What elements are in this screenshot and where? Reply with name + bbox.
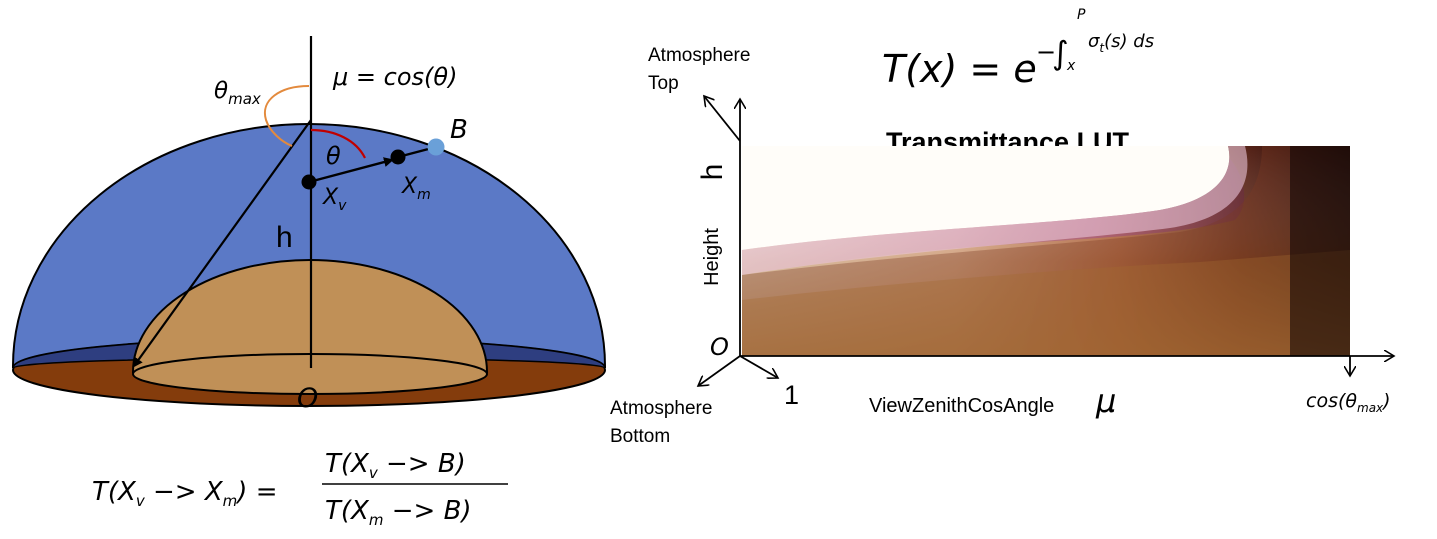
atmosphere-top-arrow (704, 96, 741, 142)
point-xv (301, 174, 317, 190)
lut-h-label: h (696, 164, 729, 181)
transmittance-lut-image (742, 146, 1350, 356)
transmittance-formula-main: T(x) = e (882, 47, 1037, 91)
mu-one-arrow (739, 355, 778, 378)
atmosphere-bottom-label-line1: Atmosphere (610, 398, 712, 419)
mu-label: μ = cos(θ) (332, 63, 457, 91)
atmosphere-hemisphere-diagram: θmax μ = cos(θ) θ B Xv Xm h O T(Xv −> Xm… (12, 36, 606, 529)
transmittance-formula-lower: x (1066, 58, 1076, 74)
transmittance-formula-upper: P (1077, 7, 1086, 23)
lut-one-label: 1 (784, 380, 799, 410)
theta-max-arc (263, 85, 310, 147)
atmosphere-top-label-line2: Top (648, 73, 679, 94)
point-xm (390, 149, 406, 165)
b-label: B (450, 115, 468, 145)
atmosphere-bottom-arrow (698, 355, 741, 386)
theta-max-label: θmax (214, 78, 261, 108)
x-axis-label: ViewZenithCosAngle (869, 395, 1054, 417)
transmittance-formula: T(x) = e − ∫ P x σt(s) ds (882, 7, 1154, 91)
transmittance-formula-integrand: σt(s) ds (1088, 31, 1154, 55)
transmittance-formula-minus: − (1036, 38, 1056, 66)
cos-theta-max-label: cos(θmax) (1306, 390, 1391, 415)
theta-label: θ (326, 142, 341, 170)
xv-label: Xv (322, 185, 347, 214)
lut-height-label: Height (701, 228, 723, 286)
transmittance-formula-integral: ∫ (1052, 34, 1069, 72)
xm-label: Xm (401, 174, 431, 203)
atmosphere-top-label-line1: Atmosphere (648, 45, 750, 66)
formula-numerator: T(Xv −> B) (325, 449, 466, 482)
view-ray-arrow (308, 157, 394, 184)
height-h-label: h (276, 221, 293, 254)
transmittance-lut-diagram: T(x) = e − ∫ P x σt(s) ds Transmittance … (610, 7, 1394, 447)
origin-o-label: O (297, 383, 318, 414)
formula-denominator: T(Xm −> B) (325, 496, 472, 529)
lut-origin-label: O (710, 333, 729, 361)
mu-symbol-label: μ (1095, 382, 1116, 420)
point-b (427, 138, 445, 156)
atmosphere-bottom-label-line2: Bottom (610, 426, 670, 447)
theta-arc (310, 128, 366, 159)
formula-lhs: T(Xv −> Xm) = (92, 477, 277, 510)
horizon-ray-arrow (132, 119, 312, 368)
relative-transmittance-formula: T(Xv −> Xm) = T(Xv −> B) T(Xm −> B) (92, 449, 508, 529)
